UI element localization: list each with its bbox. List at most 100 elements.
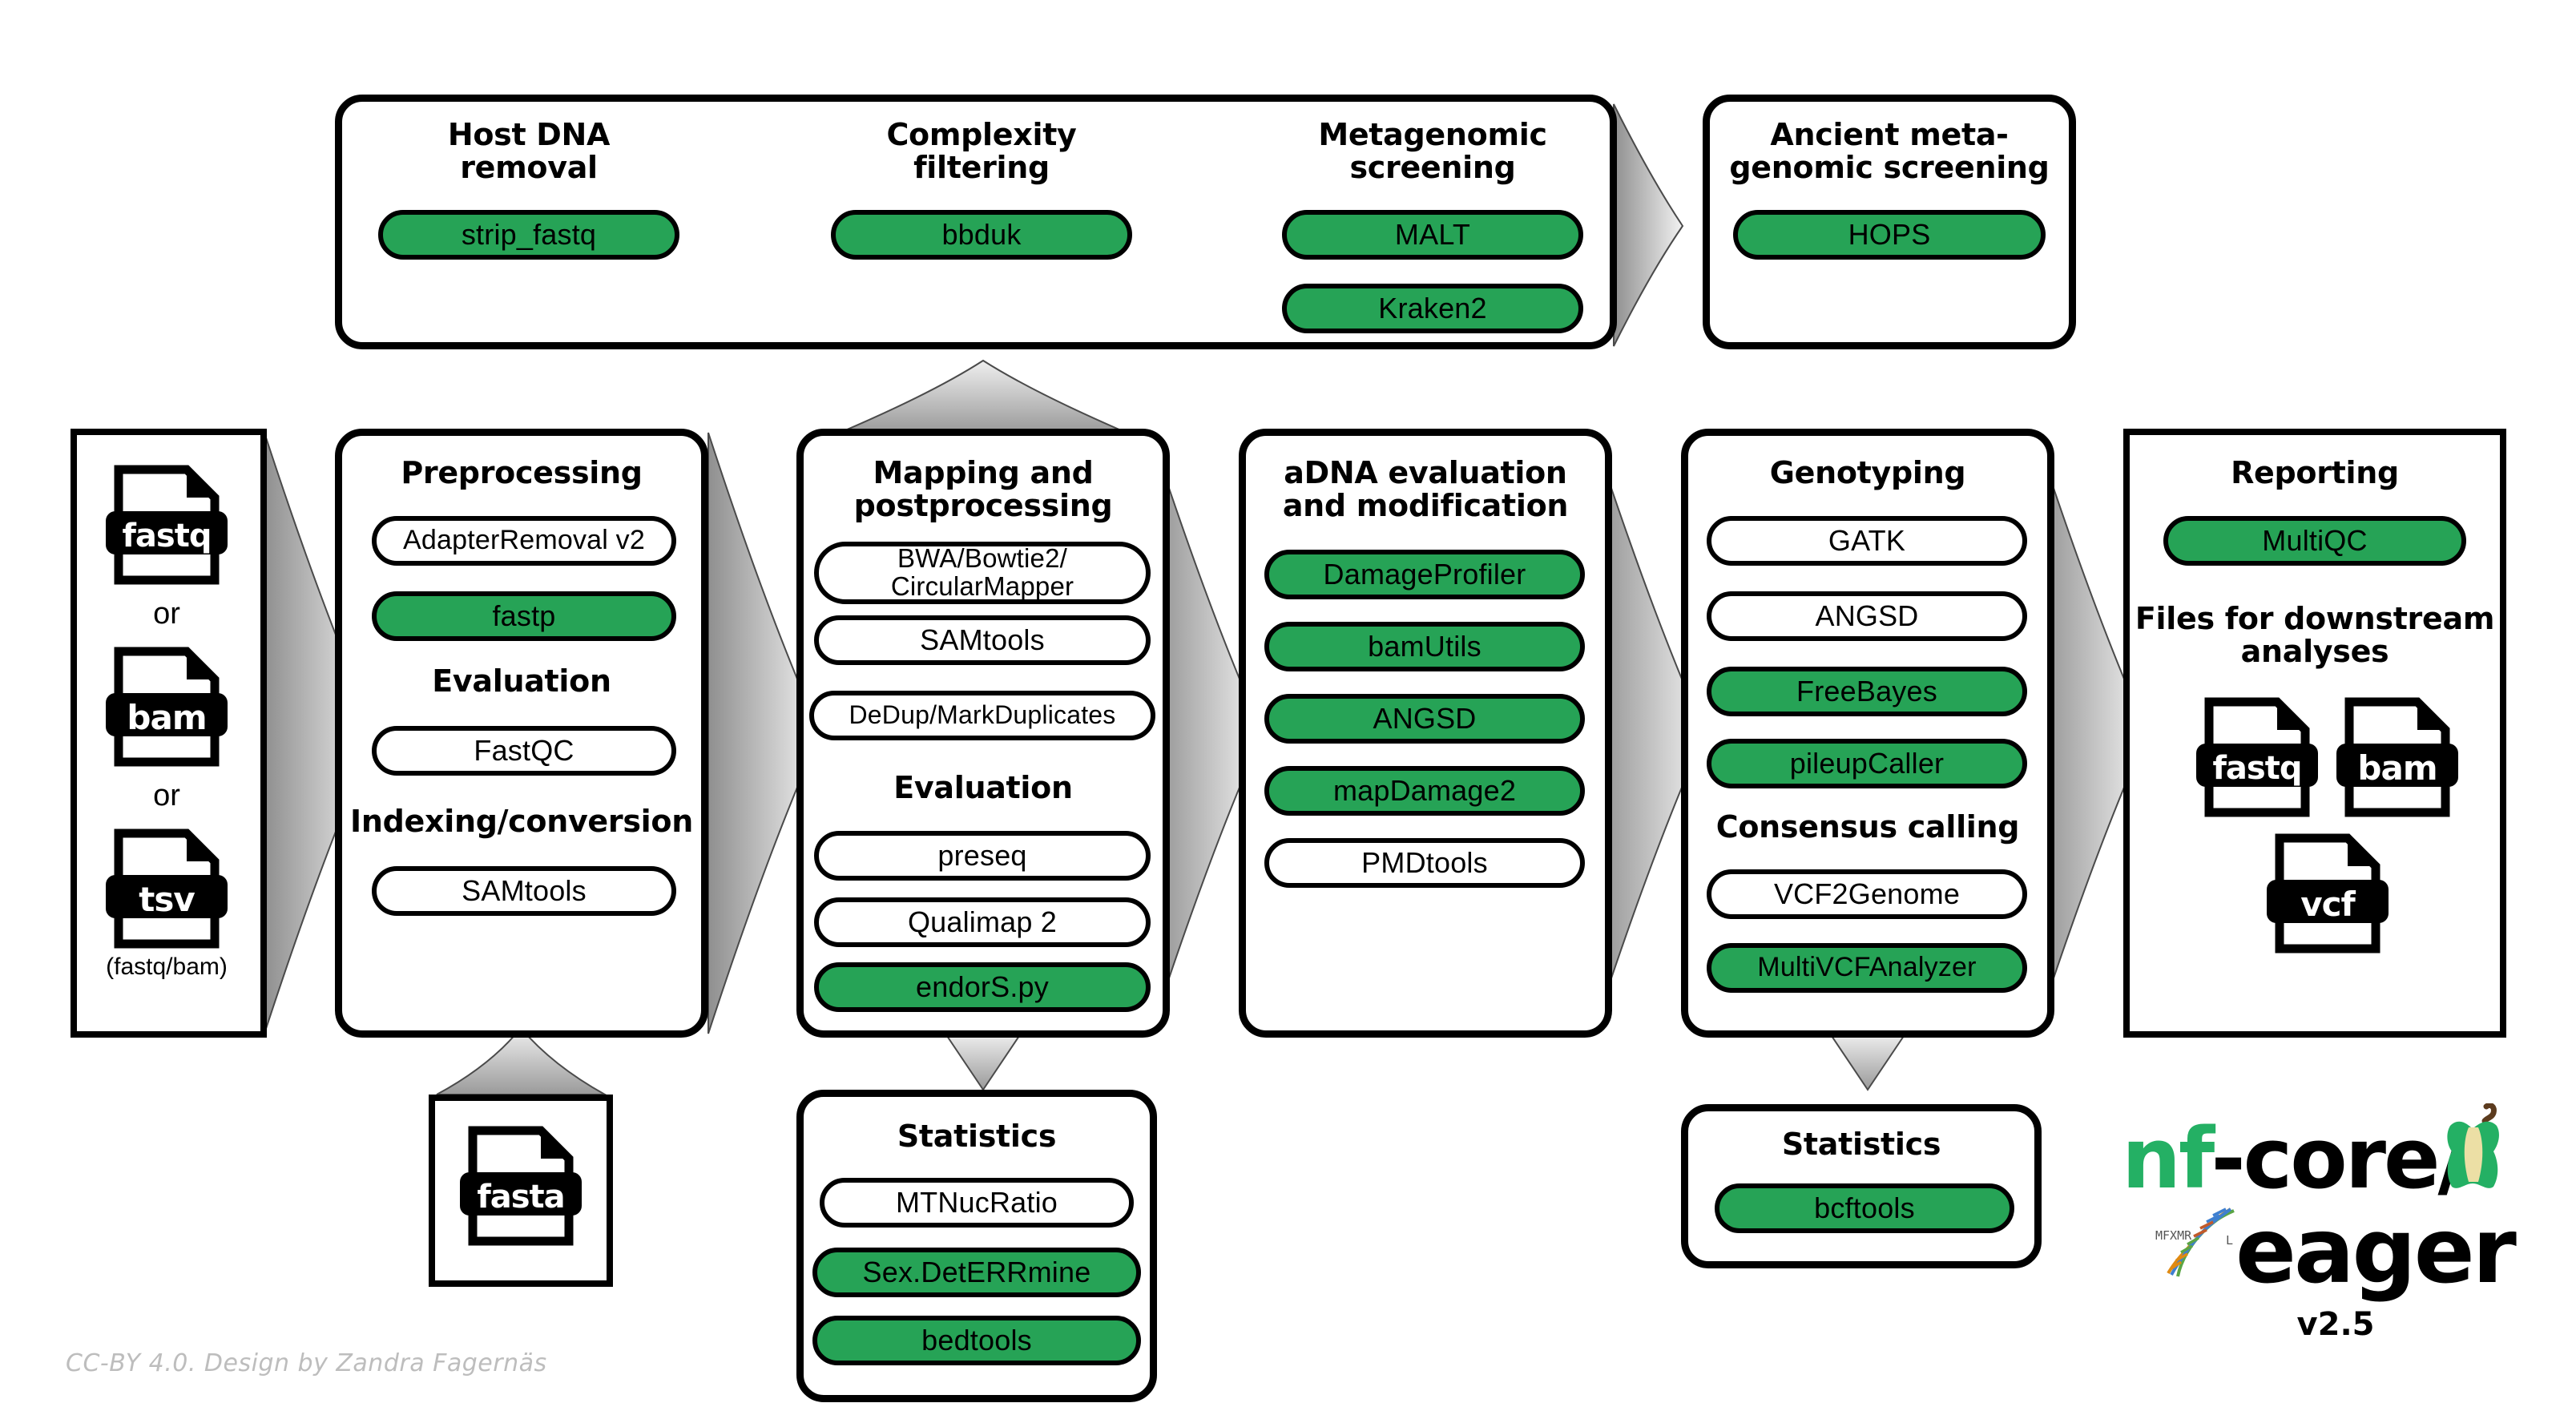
tool-fastqc[interactable]: FastQC bbox=[372, 726, 676, 776]
arrow-fasta-to-preprocessing bbox=[436, 1026, 608, 1095]
file-vcf-icon-glyph bbox=[2267, 833, 2389, 953]
preprocessing-title: Preprocessing bbox=[401, 455, 643, 490]
tool-label: MultiQC bbox=[2262, 524, 2368, 558]
tool-bedtools[interactable]: bedtools bbox=[812, 1316, 1141, 1365]
tool-label: DamageProfiler bbox=[1323, 558, 1526, 591]
tool-bwa-bowtie2-circularmapper[interactable]: BWA/Bowtie2/ CircularMapper bbox=[814, 542, 1151, 604]
tool-label: MALT bbox=[1394, 218, 1471, 252]
credit-line: CC-BY 4.0. Design by Zandra Fagernäs bbox=[66, 1349, 547, 1377]
metagenomic-screening-title-line2: screening bbox=[1349, 150, 1516, 186]
adna-title-line1: aDNA evaluation bbox=[1284, 455, 1567, 490]
tool-samtools-mapping[interactable]: SAMtools bbox=[814, 615, 1151, 665]
tool-mtnucratio[interactable]: MTNucRatio bbox=[820, 1178, 1134, 1228]
tool-hops[interactable]: HOPS bbox=[1733, 210, 2046, 260]
logo-core: -core/ bbox=[2211, 1110, 2468, 1207]
file-vcf-icon-out: vcf bbox=[2264, 833, 2392, 953]
file-bam-icon-glyph bbox=[106, 647, 228, 767]
reporting-title: Reporting bbox=[2231, 455, 2399, 490]
downstream-files-title-line1: Files for downstream bbox=[2135, 601, 2495, 636]
tool-label: DeDup/MarkDuplicates bbox=[849, 700, 1116, 730]
file-fasta-label: fasta bbox=[477, 1179, 565, 1216]
tool-dedup-markduplicates[interactable]: DeDup/MarkDuplicates bbox=[809, 691, 1155, 740]
tool-mapdamage2[interactable]: mapDamage2 bbox=[1264, 766, 1585, 816]
host-dna-removal-title: Host DNA removal bbox=[377, 117, 681, 184]
preprocessing-evaluation-title: Evaluation bbox=[432, 663, 611, 699]
tool-label: endorS.py bbox=[916, 970, 1049, 1004]
file-tsv-label: tsv bbox=[139, 880, 195, 919]
svg-text:L: L bbox=[2226, 1233, 2233, 1248]
tool-multivcfanalyzer[interactable]: MultiVCFAnalyzer bbox=[1707, 943, 2027, 993]
tool-endors-py[interactable]: endorS.py bbox=[814, 962, 1151, 1012]
tool-label: pileupCaller bbox=[1789, 747, 1945, 780]
svg-text:MFXMR: MFXMR bbox=[2155, 1228, 2192, 1243]
complexity-filtering-title: Complexity filtering bbox=[829, 117, 1134, 186]
tool-malt[interactable]: MALT bbox=[1282, 210, 1583, 260]
tool-label: fastp bbox=[492, 599, 556, 633]
tool-pmdtools[interactable]: PMDtools bbox=[1264, 838, 1585, 888]
tool-label: ANGSD bbox=[1815, 599, 1919, 633]
downstream-files-title: Files for downstream analyses bbox=[2127, 601, 2502, 668]
tool-label: SAMtools bbox=[920, 623, 1045, 657]
ancient-screening-title-line1: Ancient meta- bbox=[1770, 117, 2009, 152]
ancient-screening-title-line2: genomic screening bbox=[1729, 150, 2050, 186]
tool-sex-deterrmine[interactable]: Sex.DetERRmine bbox=[812, 1248, 1141, 1297]
tool-label: MTNucRatio bbox=[895, 1186, 1058, 1220]
tool-kraken2[interactable]: Kraken2 bbox=[1282, 284, 1583, 333]
file-fasta-icon: fasta bbox=[457, 1126, 585, 1246]
metagenomic-screening-title: Metagenomic screening bbox=[1280, 118, 1585, 186]
file-tsv-icon: tsv bbox=[103, 828, 231, 949]
file-bam-icon: bam bbox=[103, 647, 231, 767]
host-dna-removal-title-line1: Host DNA bbox=[447, 117, 611, 152]
arrow-mapping-to-screening bbox=[839, 359, 1127, 433]
tool-freebayes[interactable]: FreeBayes bbox=[1707, 667, 2027, 716]
tool-damageprofiler[interactable]: DamageProfiler bbox=[1264, 550, 1585, 599]
tool-angsd-adna[interactable]: ANGSD bbox=[1264, 694, 1585, 744]
tool-strip-fastq[interactable]: strip_fastq bbox=[378, 210, 679, 260]
file-fastq-icon-out: fastq bbox=[2193, 697, 2321, 817]
file-bam-label: bam bbox=[127, 698, 207, 737]
statistics-right-title: Statistics bbox=[1781, 1127, 1941, 1162]
tool-samtools-preproc[interactable]: SAMtools bbox=[372, 866, 676, 916]
tool-label: Kraken2 bbox=[1378, 292, 1487, 325]
file-bam-icon-glyph bbox=[2336, 697, 2458, 817]
or-label-1: or bbox=[153, 597, 180, 631]
tool-qualimap-2[interactable]: Qualimap 2 bbox=[814, 897, 1151, 947]
tool-label: preseq bbox=[937, 839, 1027, 873]
tool-preseq[interactable]: preseq bbox=[814, 831, 1151, 881]
consensus-calling-title: Consensus calling bbox=[1715, 809, 2020, 845]
tool-label: VCF2Genome bbox=[1773, 877, 1961, 911]
tool-angsd-genotyping[interactable]: ANGSD bbox=[1707, 591, 2027, 641]
tool-label: MultiVCFAnalyzer bbox=[1757, 952, 1977, 983]
tool-adapterremoval-v2[interactable]: AdapterRemoval v2 bbox=[372, 516, 676, 566]
tool-bbduk[interactable]: bbduk bbox=[831, 210, 1132, 260]
tool-gatk[interactable]: GATK bbox=[1707, 516, 2027, 566]
complexity-filtering-title-line2: filtering bbox=[913, 150, 1050, 186]
tool-label: bamUtils bbox=[1368, 630, 1482, 663]
adna-title-line2: and modification bbox=[1282, 488, 1569, 524]
mapping-title-line1: Mapping and bbox=[873, 455, 1094, 490]
tool-label: FastQC bbox=[474, 734, 574, 768]
nf-core-eager-logo: nf-core/ eager MFXMR L bbox=[2115, 1103, 2532, 1350]
tsv-caption: (fastq/bam) bbox=[106, 953, 228, 980]
tool-label: GATK bbox=[1828, 524, 1906, 558]
tool-label: AdapterRemoval v2 bbox=[403, 525, 645, 556]
file-vcf-out-label: vcf bbox=[2300, 885, 2356, 924]
tool-label: Qualimap 2 bbox=[907, 905, 1058, 939]
tool-fastp[interactable]: fastp bbox=[372, 591, 676, 641]
tool-pileupcaller[interactable]: pileupCaller bbox=[1707, 739, 2027, 788]
complexity-filtering-title-line1: Complexity bbox=[886, 117, 1077, 152]
file-bam-icon-out: bam bbox=[2333, 697, 2461, 817]
file-fastq-icon-glyph bbox=[2196, 697, 2318, 817]
preprocessing-indexing-title: Indexing/conversion bbox=[350, 804, 693, 839]
tool-multiqc[interactable]: MultiQC bbox=[2163, 516, 2466, 566]
file-fastq-icon-glyph bbox=[106, 465, 228, 585]
tool-bcftools[interactable]: bcftools bbox=[1715, 1183, 2014, 1233]
tool-label: bcftools bbox=[1814, 1191, 1915, 1225]
arrow-screening-to-ancient bbox=[1613, 103, 1684, 347]
tool-label: bedtools bbox=[921, 1324, 1032, 1357]
file-fastq-out-label: fastq bbox=[2212, 750, 2303, 787]
logo-line-nf-core: nf-core/ bbox=[2122, 1110, 2469, 1207]
arrow-mapping-to-statistics bbox=[944, 1033, 1022, 1091]
tool-bamutils[interactable]: bamUtils bbox=[1264, 622, 1585, 671]
tool-vcf2genome[interactable]: VCF2Genome bbox=[1707, 869, 2027, 919]
